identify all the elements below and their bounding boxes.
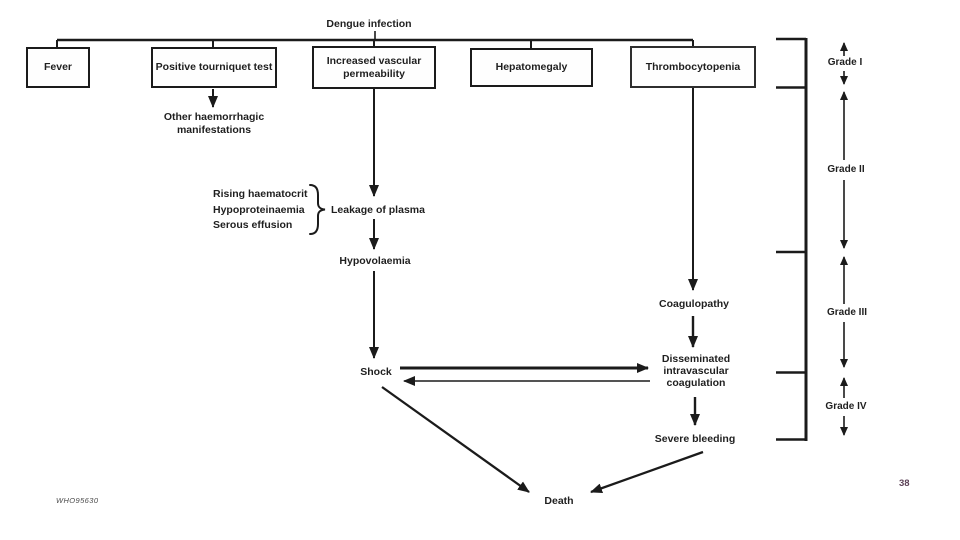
plasma-leakage-signs-list: Rising haematocrit Hypoproteinaemia Sero…: [213, 187, 308, 234]
sign-hypoproteinaemia: Hypoproteinaemia: [213, 203, 305, 216]
sign-rising-haematocrit: Rising haematocrit: [213, 188, 308, 200]
figure-reference-code: WHO95630: [56, 496, 99, 505]
grade-2-label: Grade II: [827, 164, 865, 175]
node-other-haemorrhagic: Other haemorrhagic manifestations: [163, 111, 265, 136]
signs-brace: [309, 184, 326, 235]
node-coagulopathy: Coagulopathy: [659, 298, 729, 310]
node-thrombocytopenia: Thrombocytopenia: [630, 46, 756, 88]
node-vascular-permeability: Increased vascular permeability: [312, 46, 436, 89]
page-number: 38: [899, 478, 910, 489]
grade-1-label: Grade I: [827, 57, 863, 68]
node-severe-bleeding: Severe bleeding: [654, 433, 736, 445]
grade-4-label: Grade IV: [825, 401, 867, 412]
node-shock: Shock: [360, 366, 392, 378]
arrow-bleeding-to-death: [590, 450, 704, 494]
arrow-shock-to-death: [381, 386, 530, 493]
diagram-title: Dengue infection: [326, 18, 412, 30]
node-death: Death: [544, 495, 574, 507]
node-hepatomegaly: Hepatomegaly: [470, 48, 593, 87]
node-fever: Fever: [26, 47, 90, 88]
tree-connectors: [56, 31, 694, 49]
grade-3-label: Grade III: [826, 307, 868, 318]
sign-serous-effusion: Serous effusion: [213, 219, 293, 231]
node-dic: Disseminated intravascular coagulation: [661, 353, 731, 389]
node-positive-tourniquet: Positive tourniquet test: [151, 47, 277, 88]
grade-bracket: [776, 37, 808, 441]
flow-arrows: [208, 88, 704, 494]
node-hypovolaemia: Hypovolaemia: [339, 255, 411, 267]
node-leakage-of-plasma: Leakage of plasma: [331, 204, 425, 216]
